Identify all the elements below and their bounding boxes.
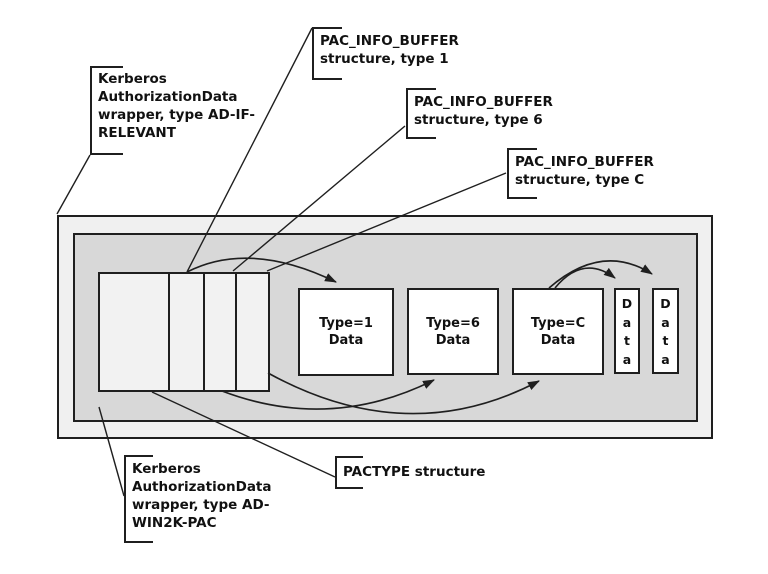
label-line: PAC_INFO_BUFFER (515, 154, 654, 170)
label-line: structure, type 6 (414, 112, 543, 128)
label-pac-info-type1: PAC_INFO_BUFFER structure, type 1 (320, 32, 459, 68)
label-pac-info-type6: PAC_INFO_BUFFER structure, type 6 (414, 93, 553, 129)
label-line: Kerberos (132, 461, 201, 477)
data-column-box-2: Data (652, 288, 679, 374)
label-line: wrapper, type AD-IF- (98, 107, 255, 123)
bracket-pactype (335, 456, 363, 489)
data-column-1-text: Data (621, 296, 633, 367)
bracket-ad-win2k-pac (124, 455, 153, 543)
type1-data-box: Type=1 Data (298, 288, 394, 376)
connector-ad-if-relevant (56, 154, 91, 215)
bracket-ad-if-relevant (90, 66, 123, 155)
label-line: PAC_INFO_BUFFER (414, 94, 553, 110)
typec-data-subtitle: Data (540, 332, 576, 348)
label-line: AuthorizationData (98, 89, 238, 105)
label-line: AuthorizationData (132, 479, 272, 495)
bracket-pac-info-typec (507, 148, 537, 199)
label-line: Kerberos (98, 71, 167, 87)
label-line: wrapper, type AD- (132, 497, 270, 513)
type1-data-subtitle: Data (328, 333, 364, 348)
type6-data-title: Type=6 (426, 315, 480, 331)
label-ad-if-relevant: Kerberos AuthorizationData wrapper, type… (98, 70, 255, 142)
data-column-2-text: Data (660, 296, 671, 367)
pactype-divider-3 (235, 274, 237, 390)
label-line: RELEVANT (98, 125, 176, 141)
bracket-pac-info-type1 (312, 27, 342, 80)
label-ad-win2k-pac: Kerberos AuthorizationData wrapper, type… (132, 460, 272, 532)
type6-data-box: Type=6 Data (407, 288, 499, 375)
typec-data-title: Type=C (530, 315, 586, 331)
label-pactype: PACTYPE structure (343, 463, 485, 481)
label-line: PACTYPE structure (343, 464, 486, 480)
typec-data-box: Type=C Data (512, 288, 604, 375)
bracket-pac-info-type6 (406, 88, 436, 139)
type6-data-subtitle: Data (435, 332, 471, 348)
label-line: PAC_INFO_BUFFER (320, 33, 459, 49)
label-line: structure, type 1 (320, 51, 449, 67)
pactype-structure-box (98, 272, 270, 392)
pactype-divider-1 (168, 274, 170, 390)
label-line: structure, type C (515, 172, 645, 188)
label-line: WIN2K-PAC (132, 515, 217, 531)
type1-data-title: Type=1 (319, 316, 373, 331)
data-column-box-1: Data (614, 288, 640, 374)
pactype-divider-2 (203, 274, 205, 390)
label-pac-info-typec: PAC_INFO_BUFFER structure, type C (515, 153, 654, 189)
